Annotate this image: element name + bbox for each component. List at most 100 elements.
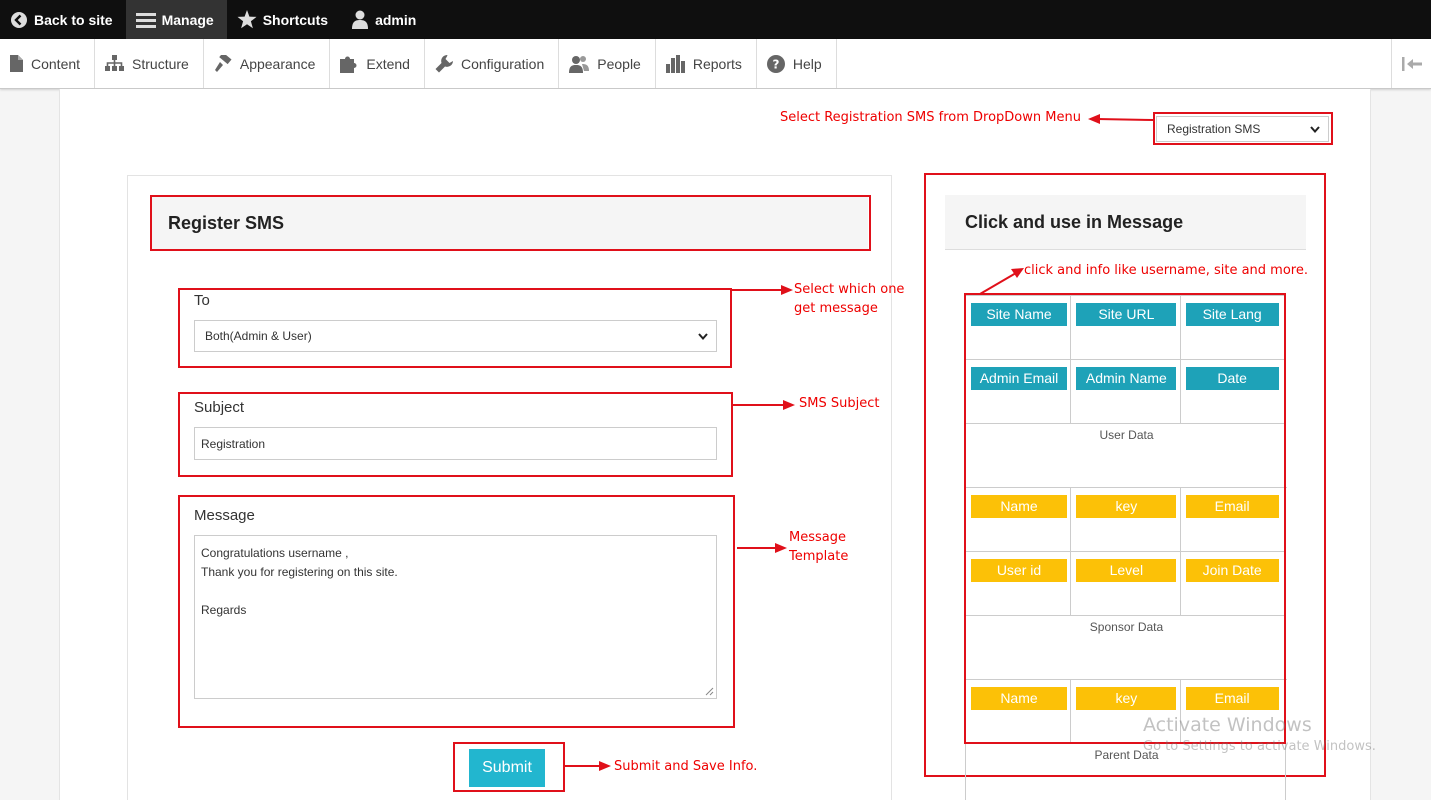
tag-user-level[interactable]: Level	[1076, 559, 1177, 582]
sponsor-data-heading: Sponsor Data	[966, 616, 1287, 680]
tag-join-date[interactable]: Join Date	[1185, 559, 1279, 582]
grid-row-site: Site Name Site URL Site Lang	[966, 296, 1285, 360]
svg-text:?: ?	[772, 57, 779, 71]
puzzle-icon	[340, 56, 357, 73]
tag-user-id[interactable]: User id	[971, 559, 1067, 582]
grid-row-user-1: Name key Email	[966, 488, 1285, 552]
tray-item-appearance[interactable]: Appearance	[204, 39, 331, 88]
tray-item-extend[interactable]: Extend	[330, 39, 425, 88]
placeholder-grid: Site Name Site URL Site Lang Admin Email…	[965, 295, 1287, 800]
tag-site-lang[interactable]: Site Lang	[1185, 303, 1279, 326]
star-icon	[237, 10, 257, 29]
highlight-to	[178, 288, 732, 368]
tag-user-name[interactable]: Name	[971, 495, 1067, 518]
tray-label-appearance: Appearance	[239, 55, 316, 72]
grid-cell: Email	[1181, 488, 1285, 551]
highlight-dropdown	[1153, 112, 1333, 145]
tag-sponsor-email[interactable]: Email	[1185, 687, 1279, 710]
tag-user-email[interactable]: Email	[1185, 495, 1279, 518]
message-textarea[interactable]: Congratulations username , Thank you for…	[194, 535, 717, 699]
annotation-arrow-to	[731, 285, 793, 295]
tag-admin-name[interactable]: Admin Name	[1076, 367, 1177, 390]
annotation-arrow-message	[737, 543, 787, 553]
tray-label-help: Help	[792, 55, 822, 72]
shortcuts-tab[interactable]: Shortcuts	[227, 0, 341, 39]
parent-data-heading: Parent Data	[966, 744, 1287, 800]
to-select-value: Both(Admin & User)	[205, 329, 312, 343]
tray-item-help[interactable]: ? Help	[757, 39, 837, 88]
message-label: Message	[194, 507, 255, 524]
paint-icon	[214, 55, 232, 72]
resize-handle-icon[interactable]	[705, 687, 714, 696]
message-line-2: Thank you for registering on this site.	[201, 565, 398, 579]
annotation-submit: Submit and Save Info.	[614, 759, 758, 774]
grid-cell: Site Lang	[1181, 296, 1285, 359]
tray-label-reports: Reports	[692, 55, 742, 72]
subject-input-value: Registration	[201, 436, 266, 451]
highlight-submit	[453, 742, 565, 792]
template-select[interactable]: Registration SMS	[1156, 116, 1329, 142]
annotation-arrow-subject	[733, 400, 795, 410]
grid-cell: Join Date	[1181, 552, 1285, 615]
annotation-arrow-dropdown	[1088, 114, 1154, 124]
tray-item-configuration[interactable]: Configuration	[425, 39, 560, 88]
chevron-down-icon	[1310, 125, 1320, 133]
highlight-grid	[964, 293, 1286, 744]
tag-admin-email[interactable]: Admin Email	[971, 367, 1067, 390]
grid-cell: Name	[966, 680, 1072, 743]
back-to-site-link[interactable]: Back to site	[0, 0, 126, 39]
message-line-1: Congratulations username ,	[201, 546, 349, 560]
wrench-icon	[435, 54, 453, 72]
highlight-subject	[178, 392, 733, 477]
grid-row-user-2: User id Level Join Date	[966, 552, 1285, 616]
user-tab[interactable]: admin	[341, 0, 429, 39]
shortcuts-label: Shortcuts	[262, 11, 329, 28]
grid-cell: Admin Email	[966, 360, 1072, 423]
grid-cell: Level	[1071, 552, 1181, 615]
tray-item-people[interactable]: People	[559, 39, 656, 88]
grid-cell: Site URL	[1071, 296, 1181, 359]
tray-collapse-button[interactable]	[1391, 39, 1431, 88]
tray-label-structure: Structure	[132, 55, 189, 72]
help-icon: ?	[766, 54, 785, 73]
tray-item-reports[interactable]: Reports	[656, 39, 757, 88]
tag-site-url[interactable]: Site URL	[1076, 303, 1177, 326]
to-select[interactable]: Both(Admin & User)	[194, 320, 717, 352]
message-line-4: Regards	[201, 603, 247, 617]
bar-chart-icon	[665, 54, 685, 73]
panel-title: Click and use in Message	[945, 195, 1306, 250]
back-arrow-icon	[11, 11, 27, 28]
highlight-form-title	[150, 195, 871, 251]
grid-cell: User id	[966, 552, 1072, 615]
tray-item-content[interactable]: Content	[0, 39, 96, 88]
annotation-arrow-panel	[979, 268, 1024, 295]
annotation-dropdown: Select Registration SMS from DropDown Me…	[780, 110, 1081, 125]
admin-tray: Content Structure Appearance Extend Conf…	[0, 39, 1431, 89]
tag-site-name[interactable]: Site Name	[971, 303, 1067, 326]
tag-user-key[interactable]: key	[1076, 495, 1177, 518]
grid-cell: Site Name	[966, 296, 1072, 359]
manage-tab[interactable]: Manage	[125, 0, 227, 39]
annotation-arrow-submit	[565, 761, 611, 771]
form-title: Register SMS	[152, 197, 868, 249]
collapse-icon	[1401, 56, 1422, 71]
tray-label-content: Content	[31, 55, 81, 72]
subject-label: Subject	[194, 399, 245, 416]
user-data-heading: User Data	[966, 424, 1287, 488]
subject-input[interactable]: Registration	[194, 427, 717, 460]
highlight-message	[178, 495, 735, 728]
sitemap-icon	[105, 55, 125, 71]
grid-cell: Date	[1181, 360, 1285, 423]
annotation-message-line2: Template	[789, 549, 849, 564]
tag-sponsor-name[interactable]: Name	[971, 687, 1067, 710]
hamburger-icon	[135, 12, 156, 28]
submit-button[interactable]: Submit	[469, 749, 545, 787]
tag-sponsor-key[interactable]: key	[1076, 687, 1177, 710]
tag-date[interactable]: Date	[1185, 367, 1279, 390]
tray-label-extend: Extend	[366, 55, 410, 72]
annotation-subject: SMS Subject	[799, 396, 880, 411]
tray-label-people: People	[597, 55, 641, 72]
user-label: admin	[375, 11, 417, 28]
tray-item-structure[interactable]: Structure	[95, 39, 204, 88]
tray-label-configuration: Configuration	[460, 55, 545, 72]
